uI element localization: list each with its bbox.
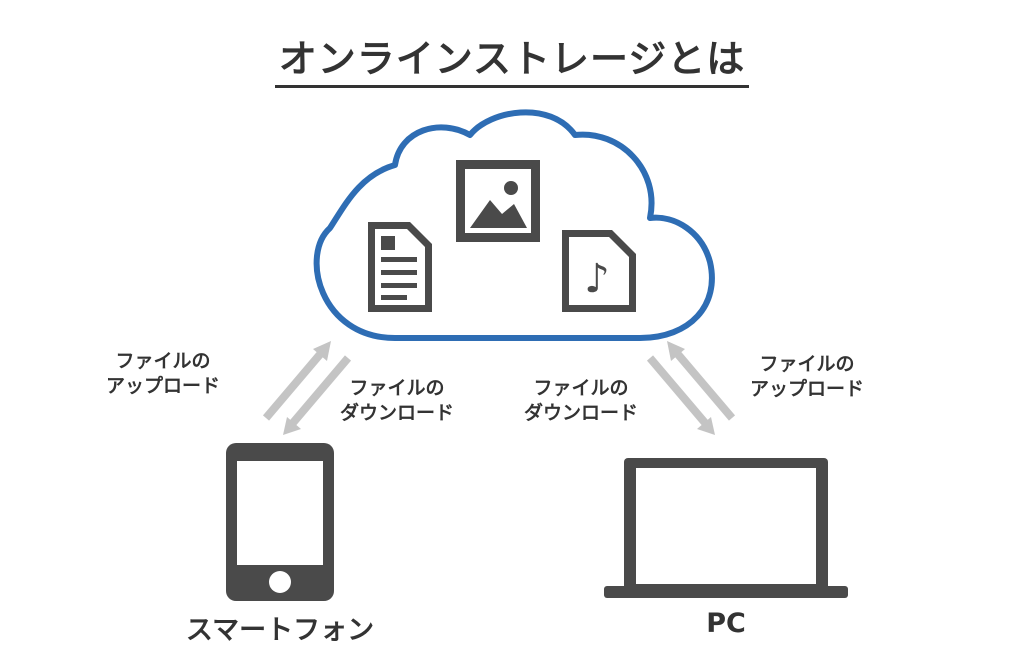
label-line: ファイルの bbox=[759, 353, 855, 375]
music-file-icon: ♪ bbox=[562, 230, 636, 312]
right-upload-arrow bbox=[667, 341, 736, 421]
label-line: アップロード bbox=[750, 378, 865, 400]
laptop-icon bbox=[604, 458, 848, 598]
image-icon bbox=[456, 160, 540, 242]
music-note-glyph: ♪ bbox=[584, 256, 610, 302]
left-upload-arrow bbox=[262, 341, 331, 421]
left-download-label: ファイルの ダウンロード bbox=[340, 376, 454, 426]
right-download-arrow bbox=[646, 355, 715, 435]
smartphone-caption: スマートフォン bbox=[185, 615, 375, 646]
label-line: アップロード bbox=[106, 375, 221, 397]
left-upload-label: ファイルの アップロード bbox=[106, 349, 220, 399]
document-icon bbox=[368, 222, 432, 312]
page-title: オンラインストレージとは bbox=[274, 28, 750, 88]
label-line: ファイルの bbox=[349, 377, 445, 399]
label-line: ファイルの bbox=[115, 350, 211, 372]
smartphone-icon bbox=[226, 443, 334, 601]
title-wrapper: オンラインストレージとは bbox=[0, 28, 1024, 88]
label-line: ダウンロード bbox=[524, 402, 639, 424]
left-download-arrow bbox=[283, 355, 352, 435]
right-download-label: ファイルの ダウンロード bbox=[524, 376, 638, 426]
right-upload-label: ファイルの アップロード bbox=[750, 352, 864, 402]
label-line: ダウンロード bbox=[340, 402, 455, 424]
label-line: ファイルの bbox=[533, 377, 629, 399]
pc-caption: PC bbox=[706, 608, 746, 639]
